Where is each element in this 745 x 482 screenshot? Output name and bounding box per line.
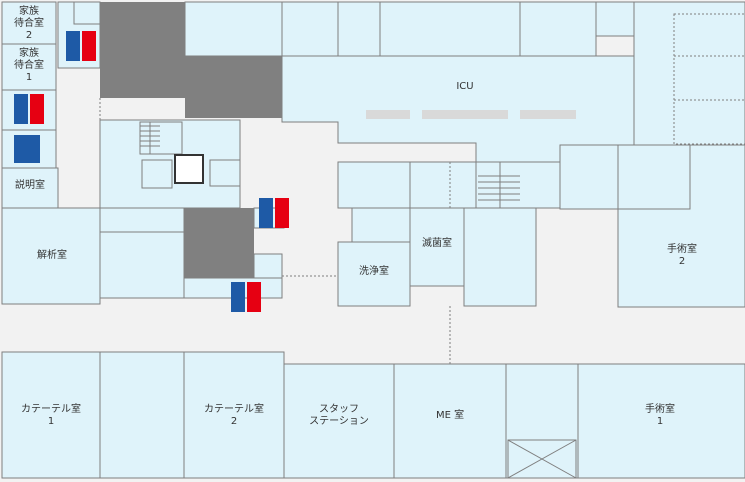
crossed-shaft <box>507 439 577 479</box>
room-analysis-side-1 <box>99 207 185 233</box>
label-wash: 洗浄室 <box>359 266 389 277</box>
stairs-right-steps <box>478 162 520 208</box>
room-cath-1 <box>1 351 101 479</box>
room-top-5 <box>519 1 597 57</box>
room-top-1 <box>184 1 283 57</box>
label-me-room: ME 室 <box>435 410 465 421</box>
small-room <box>73 1 101 25</box>
icu-east <box>633 1 745 146</box>
room-or-1 <box>577 363 745 479</box>
accessible-icon <box>14 135 40 163</box>
stairs-right <box>475 161 561 209</box>
label-analysis: 解析室 <box>37 250 67 261</box>
room-top-4 <box>379 1 521 57</box>
stairs-area <box>139 121 183 155</box>
room-elevator-side <box>209 159 241 187</box>
room-analysis-side-2 <box>99 231 185 299</box>
icu-bed-bar <box>520 110 576 119</box>
label-staff-station: スタッフステーション <box>309 404 369 427</box>
restroom-icon <box>66 31 98 61</box>
room-or-2-anteroom <box>617 144 691 210</box>
restroom-icon <box>231 282 263 312</box>
label-explanation: 説明室 <box>15 180 45 191</box>
restroom-left <box>1 89 57 131</box>
room-crossed <box>505 363 579 479</box>
room-central-2 <box>409 161 477 209</box>
room-analysis <box>1 207 101 305</box>
room-staff-station <box>283 363 395 479</box>
restroom-icon <box>259 198 291 228</box>
label-icu: ICU <box>456 81 474 92</box>
room-cath-2 <box>183 351 285 479</box>
restroom-icon <box>14 94 46 124</box>
stairs-left <box>140 122 160 154</box>
room-top-6 <box>595 1 635 37</box>
dashed-area <box>673 13 745 145</box>
label-sterilize: 滅菌室 <box>422 238 452 249</box>
room-top-3 <box>337 1 381 57</box>
room-me <box>393 363 507 479</box>
room-family-waiting-1 <box>1 43 57 91</box>
elevator-icon <box>174 154 204 184</box>
shaft-top <box>100 2 185 98</box>
shaft-mid <box>185 56 282 118</box>
icu-bed-bar <box>366 110 410 119</box>
room-top-2 <box>281 1 339 57</box>
small-room-lower <box>253 253 283 279</box>
room-cath-side <box>99 351 185 479</box>
room-family-waiting-2 <box>1 1 57 45</box>
stair-landing <box>141 159 173 189</box>
room-right-mid <box>463 207 537 307</box>
room-central-1 <box>337 161 411 209</box>
room-sterilize <box>409 207 465 287</box>
room-right-small <box>559 144 619 210</box>
icu-bed-bar <box>422 110 508 119</box>
room-wash-lower <box>337 241 411 307</box>
